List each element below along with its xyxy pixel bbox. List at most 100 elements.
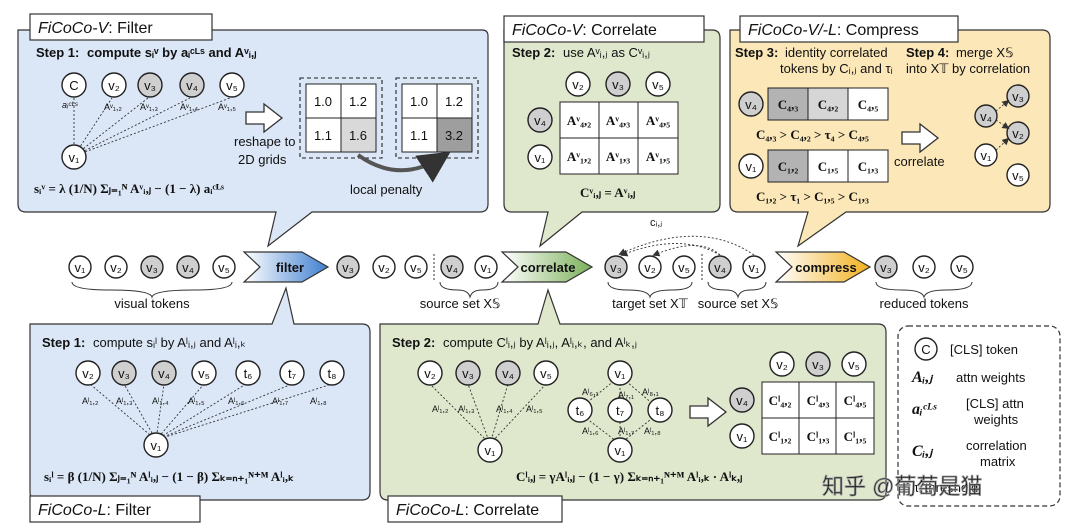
panel-title-suffix: : Compress [837, 22, 919, 39]
token-t6-node [235, 360, 261, 386]
token-v4-label: v₄ [980, 109, 992, 124]
token-t6-label: t₆ [576, 403, 585, 418]
panel-vision-filter: FiCoCo-V: Filter Step 1: compute sᵢᵛ by … [17, 13, 489, 248]
token-v3-node [604, 255, 628, 279]
token-v1-node [527, 144, 553, 170]
token-v2-node [101, 72, 127, 98]
svg-text:FiCoCo-V: Filter: FiCoCo-V: Filter [38, 20, 153, 37]
attention-matrix: Aᵛ₄,₂ Aᵛ₄,₃ Aᵛ₄,₅ Aᵛ₁,₂ Aᵛ₁,₃ Aᵛ₁,₅ [559, 101, 679, 175]
compress-arrow [774, 251, 872, 283]
matrix-cell: Cˡ₄,₂ [769, 393, 792, 408]
token-v1-node [738, 153, 764, 179]
token-v3-node [111, 360, 137, 386]
legend-clsattn-text: [CLS] attn [966, 396, 1024, 411]
token-v1-label: v₁ [75, 260, 87, 275]
formula: Cᵛᵢ,ⱼ = Aᵛᵢ,ⱼ [580, 185, 635, 200]
grid-cell: 1.1 [314, 128, 332, 143]
formula: sᵢˡ = β (1/N) Σⱼ₌₁ᴺ Aˡᵢ,ⱼ − (1 − β) Σₖ₌ₙ… [44, 469, 294, 484]
token-v1-node [974, 143, 998, 167]
penalty-arrow-icon [356, 151, 451, 183]
svg-text:FiCoCo-V/-L: Compress: FiCoCo-V/-L: Compress [748, 22, 919, 39]
token-v1-node [742, 255, 766, 279]
grid-after: 1.0 1.2 1.1 3.2 [395, 77, 479, 159]
token-v4-label: v₄ [182, 260, 194, 275]
edge-label: Aˡ₆,₁ [582, 387, 599, 397]
token-v1-label: v₁ [151, 438, 163, 453]
edge-label: Aˡ₁,₄ [496, 404, 513, 414]
token-v4-label: v₄ [714, 260, 726, 275]
token-v4-label: v₄ [745, 97, 757, 112]
token-v2-node [912, 255, 936, 279]
token-v4-node [440, 255, 464, 279]
panel-title-prefix: FiCoCo-V [512, 22, 584, 39]
edge-label: Aˡ₁,₂ [82, 396, 99, 406]
edge-label: Aˡ₁,₈ [644, 426, 661, 436]
token-v3-node [605, 71, 631, 97]
step-text: tokens by Cᵢ,ⱼ and τᵢ [780, 61, 893, 76]
token-v4-node [708, 255, 732, 279]
step-text: use Aᵛᵢ,ⱼ as Cᵛᵢ,ⱼ [563, 45, 650, 60]
token-v4-label: v₄ [534, 113, 546, 128]
step-label: Step 1: [42, 335, 85, 350]
token-v5-label: v₅ [1012, 168, 1024, 183]
token-t8-node [319, 360, 345, 386]
token-v3-label: v₃ [342, 260, 354, 275]
svg-text:FiCoCo-L: Correlate: FiCoCo-L: Correlate [396, 502, 539, 519]
grid-before: 1.0 1.2 1.1 1.6 [299, 77, 383, 159]
token-v3-label: v₃ [118, 366, 130, 381]
token-v2-node [769, 351, 795, 377]
svg-text:Step 1: compute sᵢᵛ by a: Step 1: compute sᵢᵛ by aᵢᶜᴸˢ and Aᵛᵢ,ⱼ [36, 45, 257, 60]
source-set-label: source set X𝕊 [420, 296, 501, 311]
edge-label: Aˡ₈,₁ [642, 387, 659, 397]
edge-label: Aˡ₁,₃ [458, 404, 475, 414]
token-v3-label: v₃ [812, 357, 824, 372]
token-v3-label: v₃ [880, 260, 892, 275]
panel-compress: FiCoCo-V/-L: Compress Step 3: identity c… [729, 15, 1051, 248]
panel-title-prefix: FiCoCo-L [38, 502, 106, 519]
panel-title-suffix: : Filter [108, 20, 153, 37]
token-v5-node [404, 255, 428, 279]
token-v1-node [477, 437, 503, 463]
token-v3-node [805, 351, 831, 377]
token-v4-node [495, 360, 521, 386]
token-t6-label: t₆ [244, 366, 253, 381]
matrix-cell: Aᵛ₄,₅ [646, 113, 670, 128]
reshape-label: 2D grids [238, 152, 287, 167]
correlate-arrow-icon [901, 122, 940, 154]
token-v4-label: v₄ [446, 260, 458, 275]
step-text: into X𝕋 by correlation [906, 61, 1030, 76]
token-v5-node [212, 255, 236, 279]
token-v3-node [140, 255, 164, 279]
token-v1-node [61, 144, 87, 170]
step-text: merge X𝕊 [956, 45, 1013, 60]
cls-attn-label: aᵢᶜᴸˢ [62, 100, 79, 110]
token-v5-node [950, 255, 974, 279]
edge-label: Aˡ₁,₆ [582, 426, 599, 436]
token-v2-label: v₂ [644, 260, 656, 275]
token-v1-node [143, 432, 169, 458]
edge-label: Aˡ₁,₇ [272, 396, 288, 406]
edge-label: Aˡ₇,₁ [618, 390, 634, 400]
token-v2-label: v₂ [572, 77, 584, 92]
token-v5-label: v₅ [540, 366, 552, 381]
token-v1-label: v₁ [615, 366, 627, 381]
token-v2-label: v₂ [378, 260, 390, 275]
panel-title-suffix: : Correlate [582, 22, 657, 39]
legend: C [CLS] token Aᵢ,ⱼ attn weights aᵢᶜᴸˢ [C… [897, 325, 1061, 507]
local-penalty-label: local penalty [350, 182, 423, 197]
token-v4-node [974, 104, 998, 128]
legend-attn-text: attn weights [956, 370, 1026, 385]
grid-cell: 1.2 [445, 94, 463, 109]
token-v3-node [874, 255, 898, 279]
token-v1-label: v₁ [615, 443, 627, 458]
grid-cell: 1.0 [314, 94, 332, 109]
legend-clsattn-text: weights [973, 412, 1019, 427]
token-v4-label: v₄ [158, 366, 170, 381]
token-v1-label: v₁ [485, 443, 497, 458]
token-v5-node [533, 360, 559, 386]
svg-text:Step 2: compute Cˡᵢ,ⱼ by: Step 2: compute Cˡᵢ,ⱼ by Aˡᵢ,ⱼ, Aˡᵢ,ₖ, a… [392, 335, 637, 350]
token-v2-label: v₂ [1012, 126, 1024, 141]
inequality: C₁,₂ > τ₁ > C₁,₅ > C₁,₃ [756, 189, 869, 204]
panel-title-suffix: : Correlate [464, 502, 539, 519]
token-v3-label: v₃ [144, 78, 156, 93]
